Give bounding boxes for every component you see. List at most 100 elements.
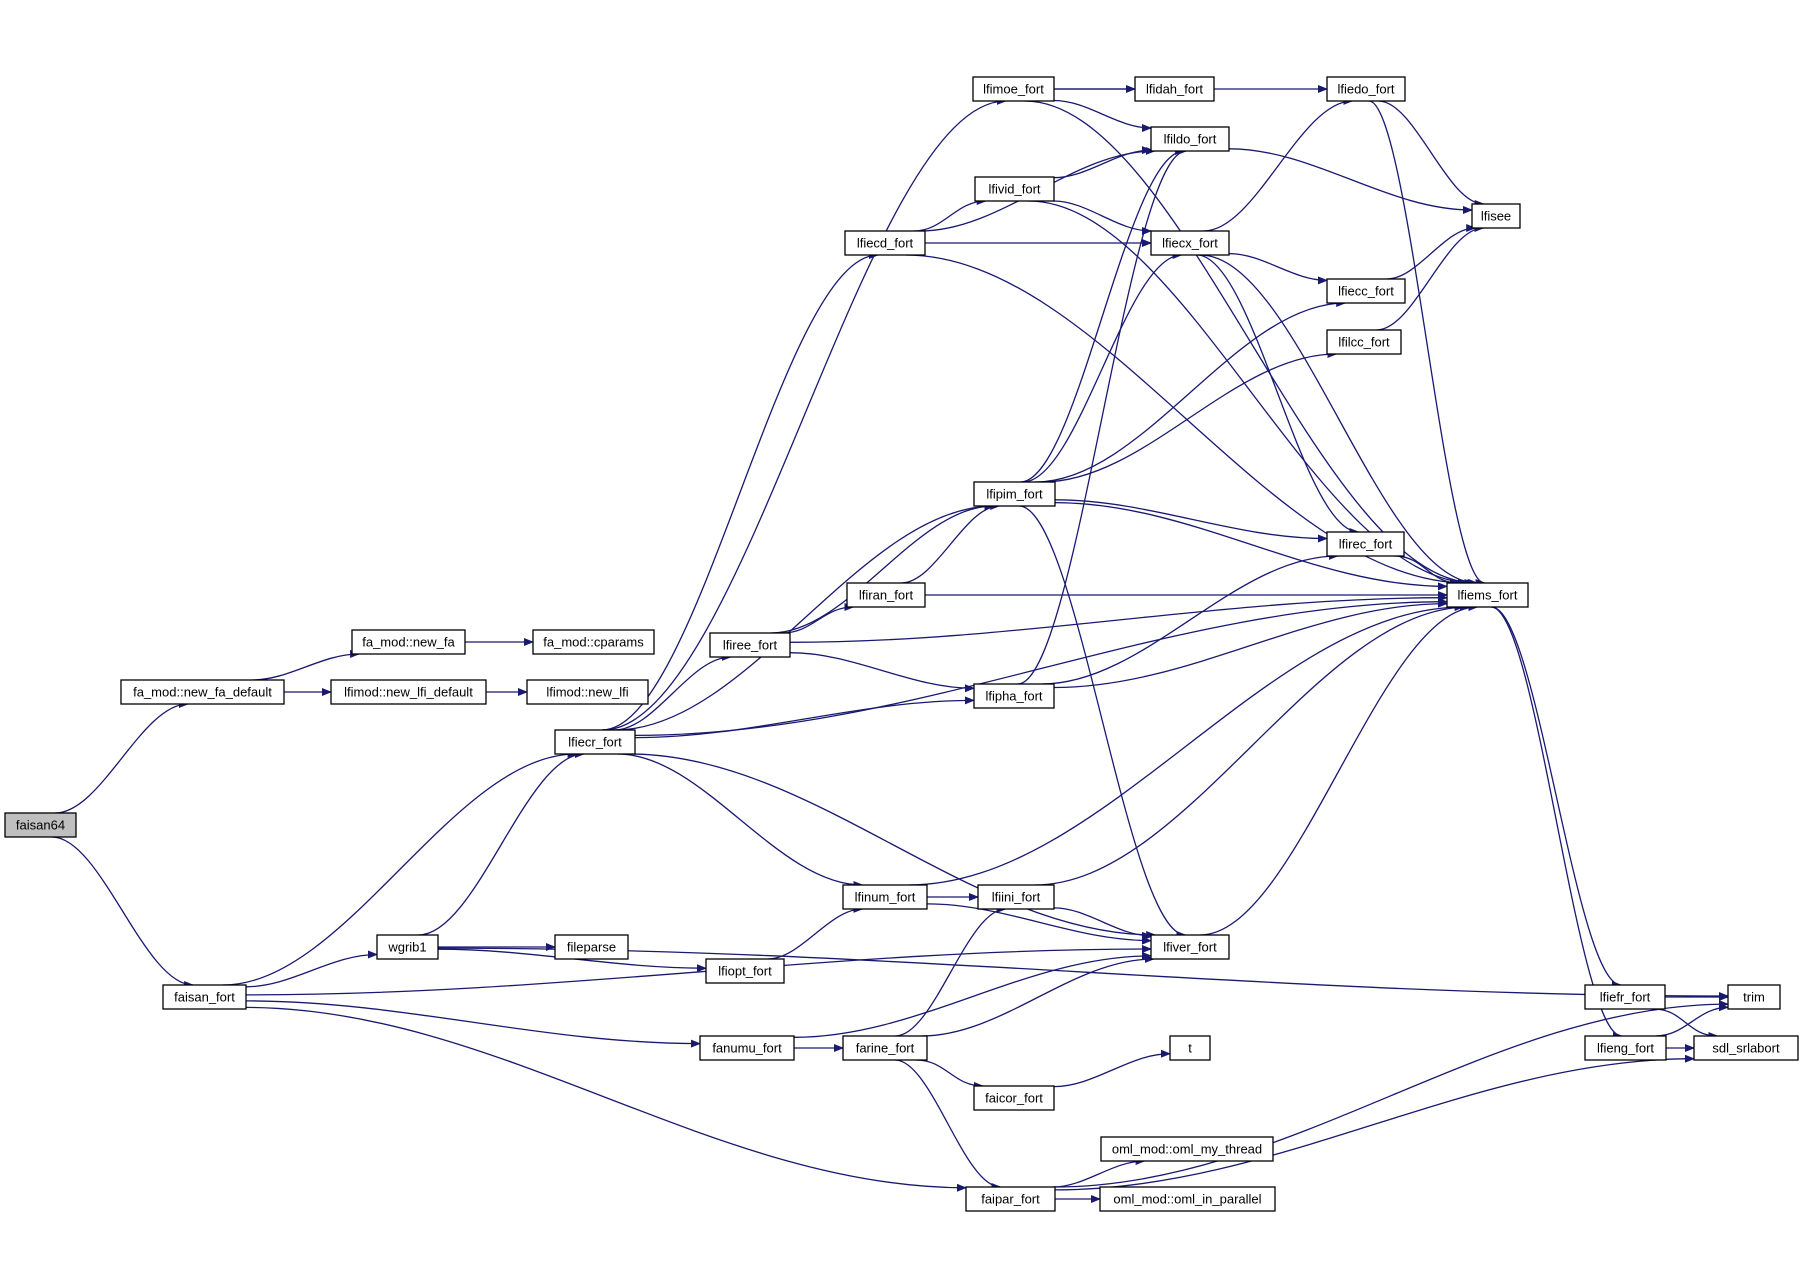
node-box[interactable] bbox=[330, 679, 487, 705]
node-box[interactable] bbox=[1326, 278, 1406, 304]
node-lfimod_new_lfi_default[interactable]: lfimod::new_lfi_default bbox=[330, 679, 487, 705]
node-farine_fort[interactable]: farine_fort bbox=[842, 1035, 928, 1061]
edge-arrow bbox=[1028, 200, 1475, 587]
node-box[interactable] bbox=[846, 582, 926, 608]
node-box[interactable] bbox=[1326, 329, 1402, 355]
node-faisan_fort[interactable]: faisan_fort bbox=[162, 984, 247, 1010]
edge-lfiecx_fort-to-lfiems_fort bbox=[1200, 254, 1479, 587]
node-box[interactable] bbox=[554, 934, 629, 960]
node-trim[interactable]: trim bbox=[1727, 984, 1781, 1010]
node-wgrib1[interactable]: wgrib1 bbox=[376, 934, 439, 960]
node-fa_new_fa_default[interactable]: fa_mod::new_fa_default bbox=[120, 679, 285, 705]
node-box[interactable] bbox=[705, 958, 785, 984]
node-box[interactable] bbox=[973, 1085, 1055, 1111]
node-lfidah_fort[interactable]: lfidah_fort bbox=[1134, 76, 1215, 102]
node-lfiopt_fort[interactable]: lfiopt_fort bbox=[705, 958, 785, 984]
node-box[interactable] bbox=[1100, 1136, 1274, 1162]
node-lfiini_fort[interactable]: lfiini_fort bbox=[977, 884, 1055, 910]
node-label: fa_mod::cparams bbox=[543, 635, 644, 650]
node-label: oml_mod::oml_my_thread bbox=[1112, 1142, 1262, 1157]
node-box[interactable] bbox=[1099, 1186, 1276, 1212]
node-box[interactable] bbox=[1693, 1035, 1799, 1061]
edge-faipar_fort-to-trim bbox=[1054, 1000, 1729, 1188]
node-box[interactable] bbox=[1727, 984, 1781, 1010]
node-label: faipar_fort bbox=[981, 1192, 1040, 1207]
node-box[interactable] bbox=[977, 884, 1055, 910]
node-box[interactable] bbox=[844, 230, 926, 256]
node-lfipha_fort[interactable]: lfipha_fort bbox=[973, 683, 1055, 709]
node-lfiems_fort[interactable]: lfiems_fort bbox=[1446, 582, 1529, 608]
node-box[interactable] bbox=[1326, 531, 1405, 557]
node-box[interactable] bbox=[965, 1186, 1056, 1212]
node-box[interactable] bbox=[532, 629, 655, 655]
node-oml_my_thread[interactable]: oml_mod::oml_my_thread bbox=[1100, 1136, 1274, 1162]
node-fanumu_fort[interactable]: fanumu_fort bbox=[699, 1035, 795, 1061]
node-lfivid_fort[interactable]: lfivid_fort bbox=[974, 176, 1055, 202]
node-fa_new_fa[interactable]: fa_mod::new_fa bbox=[351, 629, 466, 655]
node-faisan64[interactable]: faisan64 bbox=[4, 812, 77, 838]
edge-farine_fort-to-faipar_fort bbox=[894, 1059, 1002, 1191]
node-lfiecd_fort[interactable]: lfiecd_fort bbox=[844, 230, 926, 256]
edge-farine_fort-to-faicor_fort bbox=[915, 1059, 984, 1090]
edge-lfiedo_fort-to-lfisee bbox=[1378, 100, 1485, 208]
node-box[interactable] bbox=[526, 679, 649, 705]
node-lfiecx_fort[interactable]: lfiecx_fort bbox=[1150, 230, 1230, 256]
node-box[interactable] bbox=[1169, 1035, 1211, 1061]
node-box[interactable] bbox=[1150, 126, 1230, 152]
node-box[interactable] bbox=[972, 76, 1055, 102]
edge-lfieng_fort-to-trim bbox=[1655, 1003, 1729, 1037]
node-box[interactable] bbox=[1584, 1035, 1667, 1061]
node-box[interactable] bbox=[376, 934, 439, 960]
node-sdl_srlabort[interactable]: sdl_srlabort bbox=[1693, 1035, 1799, 1061]
node-lfiran_fort[interactable]: lfiran_fort bbox=[846, 582, 926, 608]
node-box[interactable] bbox=[120, 679, 285, 705]
node-fileparse[interactable]: fileparse bbox=[554, 934, 629, 960]
node-box[interactable] bbox=[162, 984, 247, 1010]
node-box[interactable] bbox=[1134, 76, 1215, 102]
node-box[interactable] bbox=[1150, 934, 1230, 960]
node-lfieng_fort[interactable]: lfieng_fort bbox=[1584, 1035, 1667, 1061]
edge-lfiree_fort-to-lfipha_fort bbox=[789, 652, 975, 693]
node-lfimoe_fort[interactable]: lfimoe_fort bbox=[972, 76, 1055, 102]
node-box[interactable] bbox=[1471, 203, 1521, 229]
node-fa_cparams[interactable]: fa_mod::cparams bbox=[532, 629, 655, 655]
node-box[interactable] bbox=[1150, 230, 1230, 256]
node-lfilcc_fort[interactable]: lfilcc_fort bbox=[1326, 329, 1402, 355]
node-box[interactable] bbox=[974, 176, 1055, 202]
node-box[interactable] bbox=[1326, 76, 1406, 102]
node-lfimod_new_lfi[interactable]: lfimod::new_lfi bbox=[526, 679, 649, 705]
node-label: lfidah_fort bbox=[1146, 82, 1203, 97]
node-lfildo_fort[interactable]: lfildo_fort bbox=[1150, 126, 1230, 152]
node-lfipim_fort[interactable]: lfipim_fort bbox=[973, 481, 1056, 507]
edge-lfilcc_fort-to-lfisee bbox=[1376, 224, 1485, 331]
node-box[interactable] bbox=[973, 481, 1056, 507]
node-lfiecr_fort[interactable]: lfiecr_fort bbox=[554, 729, 636, 755]
node-box[interactable] bbox=[554, 729, 636, 755]
node-lfisee[interactable]: lfisee bbox=[1471, 203, 1521, 229]
node-faicor_fort[interactable]: faicor_fort bbox=[973, 1085, 1055, 1111]
edge-lfiecd_fort-to-lfivid_fort bbox=[913, 197, 987, 232]
node-t[interactable]: t bbox=[1169, 1035, 1211, 1061]
node-faipar_fort[interactable]: faipar_fort bbox=[965, 1186, 1056, 1212]
node-box[interactable] bbox=[1446, 582, 1529, 608]
node-label: lfiran_fort bbox=[859, 588, 914, 603]
node-box[interactable] bbox=[842, 1035, 928, 1061]
node-label: lfildo_fort bbox=[1164, 132, 1217, 147]
edge-arrow bbox=[1203, 97, 1354, 232]
node-lfirec_fort[interactable]: lfirec_fort bbox=[1326, 531, 1405, 557]
node-lfiver_fort[interactable]: lfiver_fort bbox=[1150, 934, 1230, 960]
node-box[interactable] bbox=[4, 812, 77, 838]
node-lfinum_fort[interactable]: lfinum_fort bbox=[842, 884, 928, 910]
node-lfiree_fort[interactable]: lfiree_fort bbox=[709, 632, 791, 658]
node-lfiefr_fort[interactable]: lfiefr_fort bbox=[1584, 984, 1666, 1010]
node-box[interactable] bbox=[1584, 984, 1666, 1010]
node-box[interactable] bbox=[842, 884, 928, 910]
node-box[interactable] bbox=[973, 683, 1055, 709]
node-box[interactable] bbox=[709, 632, 791, 658]
node-lfiedo_fort[interactable]: lfiedo_fort bbox=[1326, 76, 1406, 102]
node-box[interactable] bbox=[699, 1035, 795, 1061]
node-box[interactable] bbox=[351, 629, 466, 655]
node-oml_in_parallel[interactable]: oml_mod::oml_in_parallel bbox=[1099, 1186, 1276, 1212]
node-label: wgrib1 bbox=[387, 940, 426, 955]
node-lfiecc_fort[interactable]: lfiecc_fort bbox=[1326, 278, 1406, 304]
